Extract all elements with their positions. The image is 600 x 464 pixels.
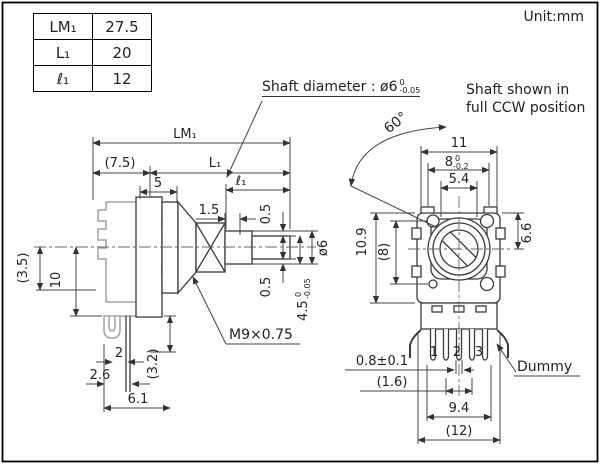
param-value: 12 — [92, 65, 152, 92]
dim-1-6: (1.6) — [377, 375, 408, 390]
side-claw — [411, 227, 422, 240]
block-detail — [475, 305, 487, 313]
pin-number-2: 2 — [453, 345, 461, 360]
dim-4-5: 4.5 0 -0.05 — [294, 278, 312, 321]
block-detail — [431, 305, 443, 313]
flange — [177, 200, 197, 295]
dim-8-tol-bot: -0.2 — [453, 162, 469, 171]
mounting-plate — [161, 201, 179, 294]
thread-cross — [195, 222, 226, 273]
dim-6-6: 6.6 — [520, 223, 535, 244]
side-claw — [495, 227, 506, 240]
dim-l1: L₁ — [209, 156, 221, 171]
rivet-hole — [479, 276, 495, 292]
body-side — [135, 196, 163, 318]
pin — [468, 329, 476, 361]
pin — [429, 329, 437, 361]
pin-number-1: 1 — [430, 345, 438, 360]
side-claw — [495, 265, 506, 278]
dim-1-5: 1.5 — [199, 203, 220, 218]
dim-8-ref: (8) — [377, 243, 392, 261]
shaft-diameter-tolerance: 0 -0.05 — [399, 78, 421, 95]
dim-0-5-bottom: 0.5 — [259, 277, 274, 298]
dummy-label: Dummy — [517, 359, 572, 375]
dim-7-5: (7.5) — [105, 156, 136, 171]
front-view-dimensions: 60° 11 8 0 -0.2 5.4 6.6 — [345, 109, 580, 444]
dummy-leg — [409, 329, 422, 358]
dim-12: (12) — [446, 424, 473, 439]
pin — [442, 329, 450, 361]
dummy-leg — [496, 329, 509, 358]
rivet-hole — [428, 279, 438, 289]
dim-5: 5 — [154, 176, 162, 191]
dim-dia6: ø6 — [316, 240, 331, 256]
rivet-hole — [479, 213, 495, 229]
dim-3-2: (3.2) — [146, 349, 161, 380]
dim-8: 8 — [445, 155, 453, 170]
dim-11: 11 — [451, 136, 468, 151]
param-name: LM₁ — [33, 13, 93, 40]
shaft-round — [224, 230, 253, 265]
dim-6-1: 6.1 — [128, 392, 149, 407]
front-view-part — [408, 196, 512, 396]
side-view-part — [34, 196, 316, 392]
pin-number-3: 3 — [475, 345, 483, 360]
shaft-flat — [251, 235, 291, 260]
dim-3-5: (3.5) — [16, 253, 31, 284]
table-row: LM₁ 27.5 — [33, 13, 152, 40]
thread-label: M9×0.75 — [229, 327, 293, 343]
svg-text:4.5: 4.5 — [296, 300, 311, 321]
dim-0-5-top: 0.5 — [259, 204, 274, 225]
shaft-slot — [441, 231, 477, 267]
dim-2-6: 2.6 — [90, 368, 111, 383]
table-row: L₁ 20 — [33, 39, 152, 66]
svg-text:-0.05: -0.05 — [303, 278, 312, 299]
dim-5-4: 5.4 — [449, 172, 470, 187]
unit-label: Unit:mm — [523, 9, 585, 25]
dim-9-4: 9.4 — [449, 401, 470, 416]
ccw-position-note: Shaft shown in full CCW position — [466, 82, 586, 116]
dim-10-9: 10.9 — [355, 228, 370, 257]
dim-0-8: 0.8±0.1 — [356, 354, 408, 369]
shaft-diameter-text: Shaft diameter : ø6 — [262, 79, 398, 95]
side-view-dimensions: LM₁ (7.5) L₁ 5 ℓ₁ 1.5 — [16, 100, 331, 412]
param-value: 27.5 — [92, 13, 152, 40]
dim-ell1: ℓ₁ — [235, 174, 247, 189]
pin — [481, 329, 489, 361]
dim-2: 2 — [115, 346, 123, 361]
dim-lm1: LM₁ — [173, 127, 197, 142]
shaft-diameter-note: Shaft diameter : ø6 0 -0.05 — [262, 78, 421, 97]
svg-text:0: 0 — [294, 292, 303, 297]
dim-10: 10 — [49, 272, 64, 289]
side-claw — [411, 265, 422, 278]
parameter-table: LM₁ 27.5 L₁ 20 ℓ₁ 12 — [33, 13, 152, 92]
param-value: 20 — [92, 39, 152, 66]
dim-8-tol-top: 0 — [455, 154, 460, 163]
bracket-slot — [108, 316, 116, 332]
table-row: ℓ₁ 12 — [33, 65, 152, 92]
